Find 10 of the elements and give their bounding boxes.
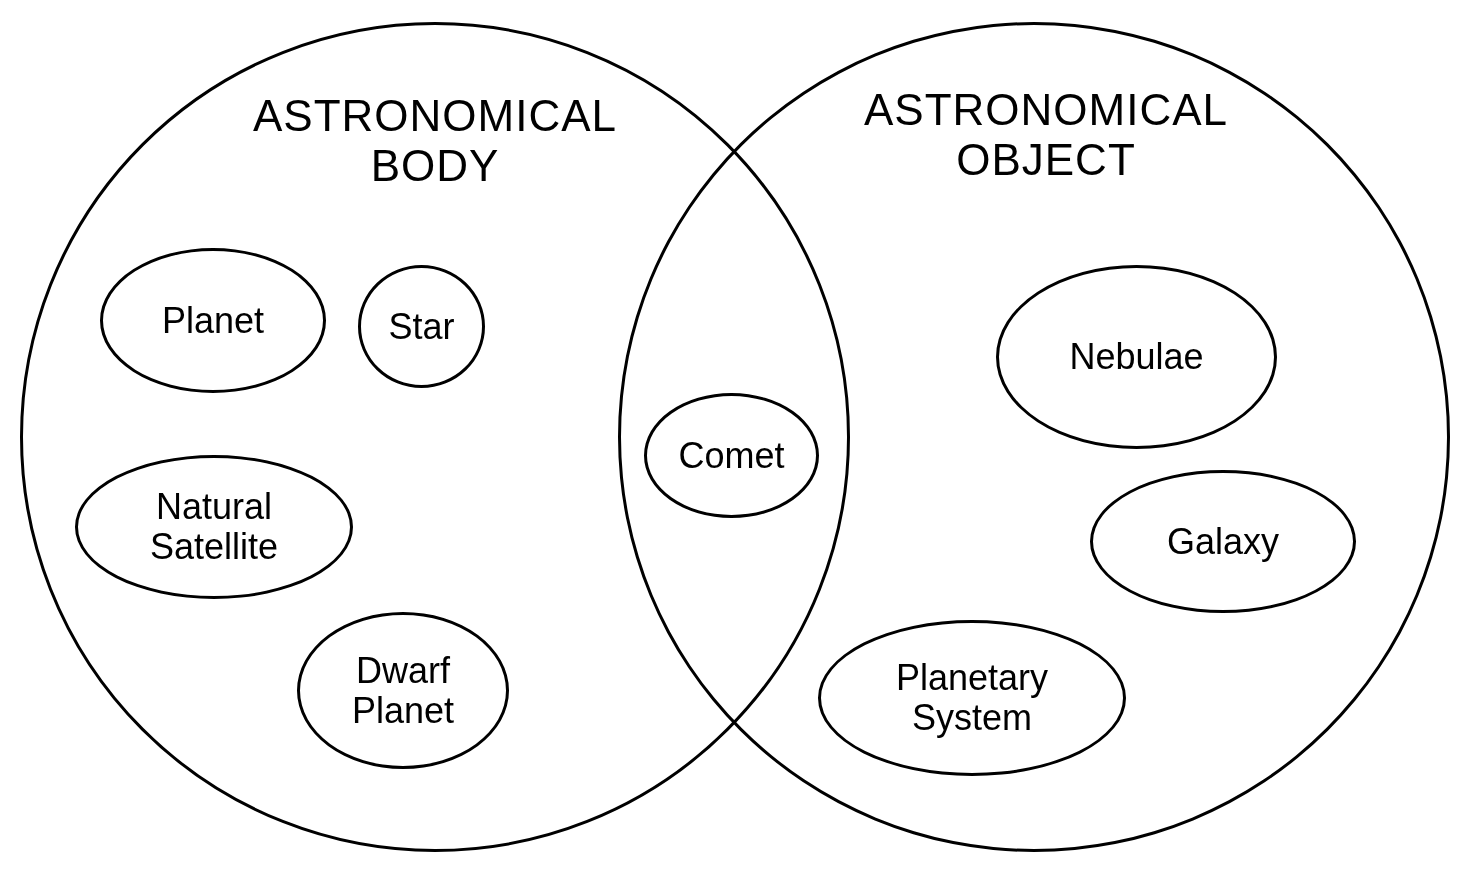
category-label: Planet — [161, 300, 265, 341]
category-label: Natural Satellite — [148, 487, 280, 567]
category-label: Comet — [678, 435, 785, 476]
category-label: Dwarf Planet — [350, 650, 456, 731]
category-label: Planetary System — [894, 658, 1050, 738]
set-heading: ASTRONOMICAL OBJECT — [862, 85, 1229, 185]
category-label: Nebulae — [1069, 337, 1204, 377]
set-heading: ASTRONOMICAL BODY — [251, 91, 618, 191]
category-label: Star — [388, 306, 455, 347]
category-label: Galaxy — [1166, 521, 1279, 562]
